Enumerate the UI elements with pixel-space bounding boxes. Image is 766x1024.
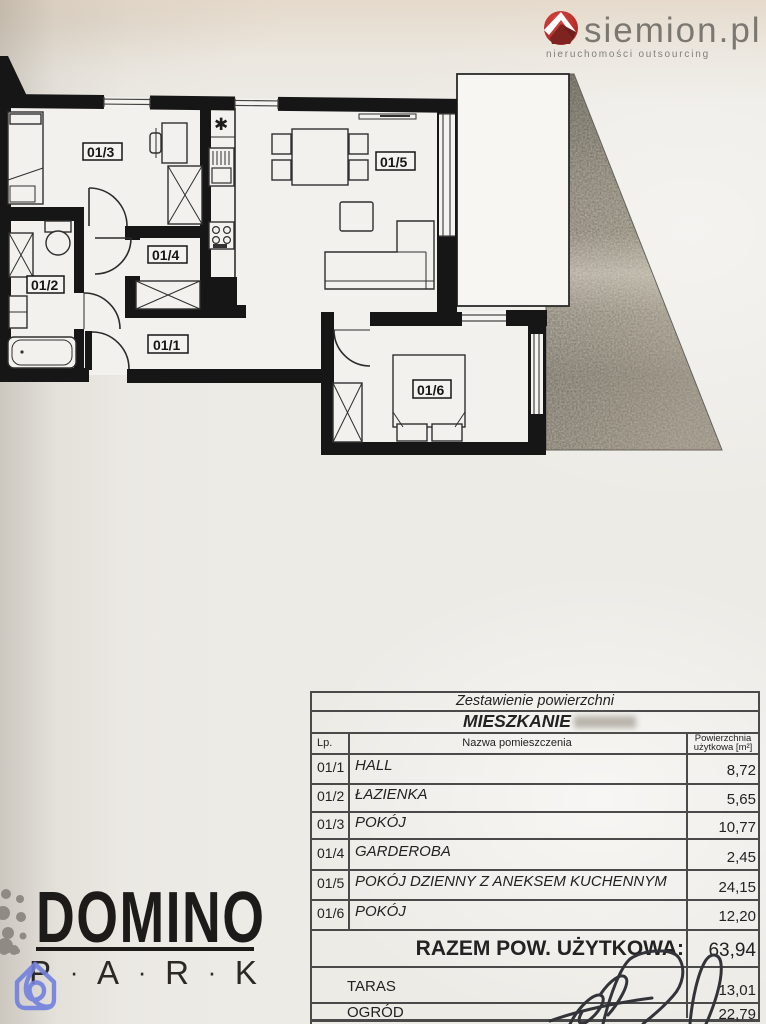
svg-text:01/3: 01/3 xyxy=(87,144,114,160)
svg-text:01/4: 01/4 xyxy=(152,247,179,263)
svg-text:01/6: 01/6 xyxy=(417,382,444,398)
svg-text:01/2: 01/2 xyxy=(31,277,58,293)
svg-text:01/1: 01/1 xyxy=(153,337,180,353)
svg-text:01/5: 01/5 xyxy=(380,154,407,170)
svg-text:✱: ✱ xyxy=(214,115,228,134)
